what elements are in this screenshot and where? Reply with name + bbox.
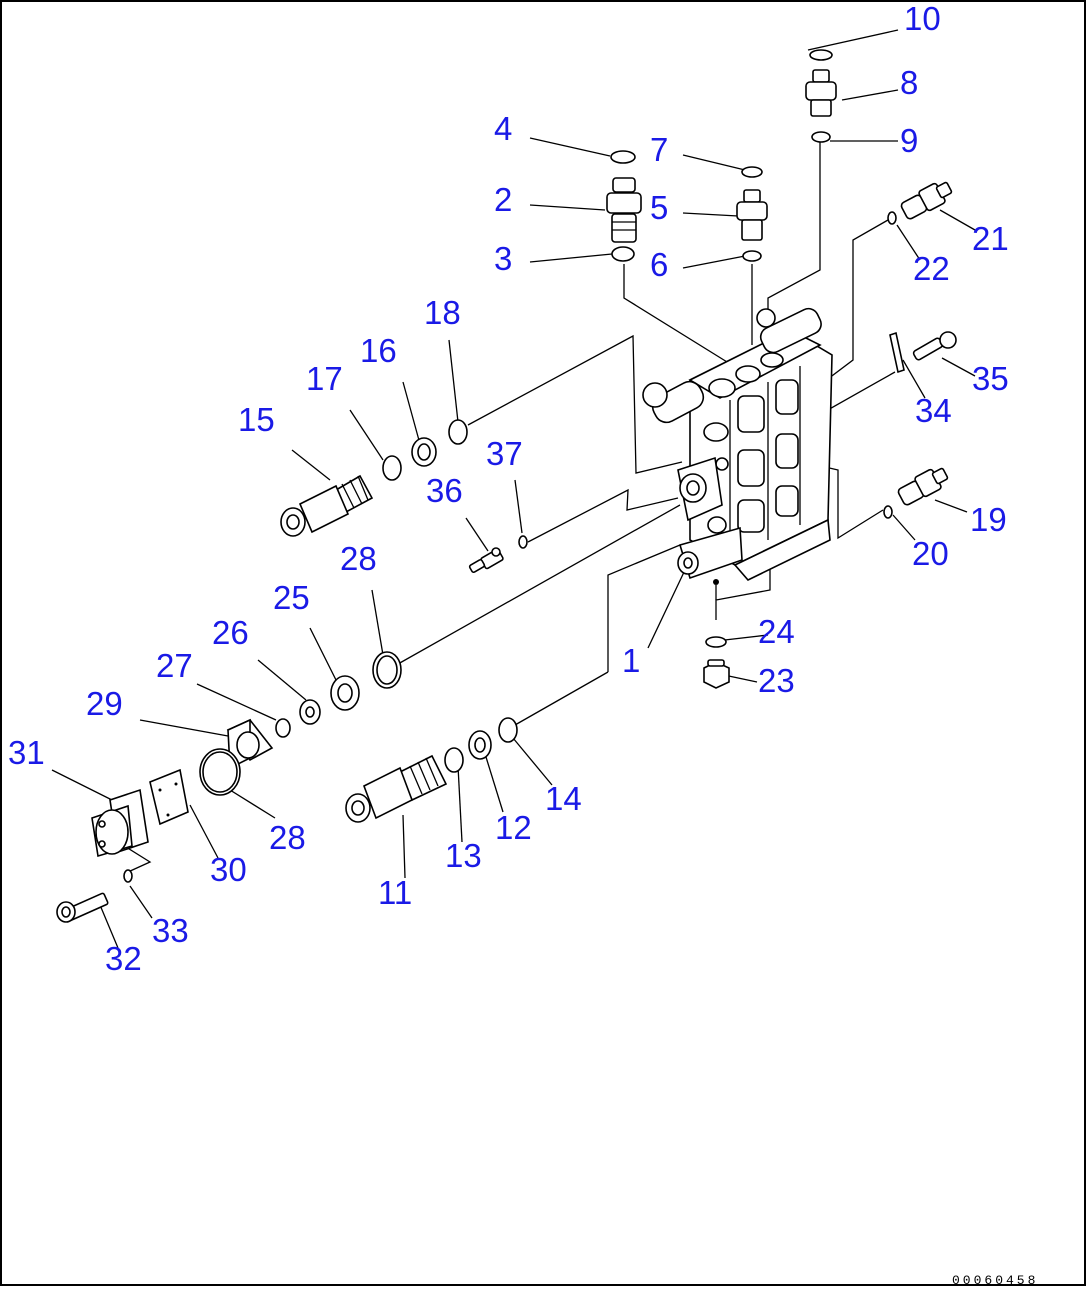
callout-17: 17 — [306, 360, 343, 397]
callout-13: 13 — [445, 837, 482, 874]
callout-19: 19 — [970, 501, 1007, 538]
diagram-code: 00060458 — [952, 1273, 1039, 1288]
callout-34: 34 — [915, 392, 952, 429]
connector-bottom-left — [56, 788, 149, 923]
callout-2: 2 — [494, 181, 513, 218]
callout-1: 1 — [622, 642, 641, 679]
callout-35: 35 — [972, 360, 1009, 397]
callout-24: 24 — [758, 613, 795, 650]
callout-8: 8 — [900, 64, 919, 101]
callout-27: 27 — [156, 647, 193, 684]
callout-33: 33 — [152, 912, 189, 949]
callout-28-upper: 28 — [340, 540, 377, 577]
valve-body — [642, 307, 833, 600]
callout-18: 18 — [424, 294, 461, 331]
callout-28-lower: 28 — [269, 819, 306, 856]
callout-3: 3 — [494, 240, 513, 277]
callout-5: 5 — [650, 189, 669, 226]
plug-bottom-right — [703, 636, 730, 689]
solenoid-upper-left — [280, 419, 468, 537]
callout-10: 10 — [904, 0, 941, 37]
callout-14: 14 — [545, 780, 582, 817]
callout-36: 36 — [426, 472, 463, 509]
callout-32: 32 — [105, 940, 142, 977]
callout-9: 9 — [900, 122, 919, 159]
small-fittings — [468, 535, 528, 574]
callout-37: 37 — [486, 435, 523, 472]
callout-7: 7 — [650, 131, 669, 168]
callout-23: 23 — [758, 662, 795, 699]
callout-22: 22 — [913, 250, 950, 287]
callout-11: 11 — [378, 874, 413, 911]
leader-lines — [51, 29, 976, 949]
solenoid-lower — [345, 717, 518, 823]
callout-16: 16 — [360, 332, 397, 369]
callout-31: 31 — [8, 734, 45, 771]
callout-30: 30 — [210, 851, 247, 888]
callout-6: 6 — [650, 246, 669, 283]
callout-4: 4 — [494, 110, 513, 147]
callout-20: 20 — [912, 535, 949, 572]
callout-12: 12 — [495, 809, 532, 846]
fittings-top — [606, 49, 837, 262]
callout-21: 21 — [972, 220, 1009, 257]
callout-26: 26 — [212, 614, 249, 651]
callout-29: 29 — [86, 685, 123, 722]
callout-25: 25 — [273, 579, 310, 616]
fittings-right — [883, 181, 957, 519]
seal-group-left — [149, 651, 402, 826]
callout-15: 15 — [238, 401, 275, 438]
